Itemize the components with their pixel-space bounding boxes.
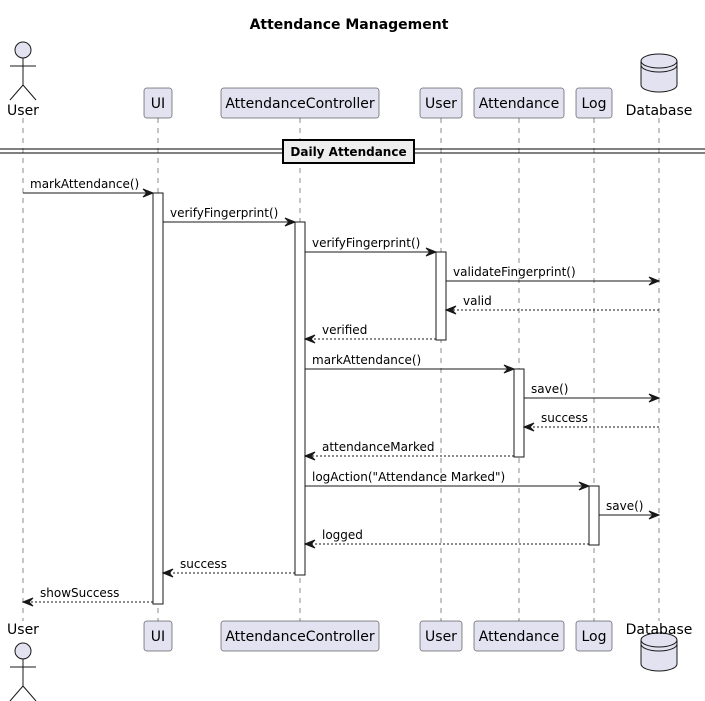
participant-box	[575, 620, 613, 652]
section-divider: Daily Attendance	[0, 139, 705, 164]
message-7: markAttendance()	[305, 353, 516, 374]
actor-icon	[9, 41, 37, 101]
database-icon	[640, 53, 678, 93]
diagram-title: Attendance Management	[250, 17, 449, 33]
participant-label: AttendanceController	[225, 629, 375, 645]
participant-label: User	[425, 96, 457, 112]
message-2: verifyFingerprint()	[163, 206, 297, 227]
arrowhead	[142, 188, 155, 198]
divider-box	[282, 139, 415, 164]
message-label: showSuccess	[40, 586, 119, 600]
message-label: verified	[322, 323, 367, 337]
arrowhead	[648, 393, 661, 403]
participant-label: Attendance	[479, 96, 559, 112]
message-label: save()	[531, 382, 568, 396]
message-label: logged	[322, 528, 363, 542]
participant-attendance-top: Attendance	[473, 87, 565, 119]
message-10: attendanceMarked	[303, 440, 514, 461]
participant-user_svc-bottom: User	[419, 620, 463, 652]
activation-log	[588, 485, 600, 546]
message-4: validateFingerprint()	[446, 265, 661, 286]
arrowhead	[425, 247, 438, 257]
message-1: markAttendance()	[23, 177, 155, 198]
participant-user_svc-top: User	[419, 87, 463, 119]
arrowhead	[303, 334, 316, 344]
participant-ui-bottom: UI	[143, 620, 173, 652]
arrowhead	[161, 568, 174, 578]
participant-label: User	[7, 103, 39, 119]
actor-icon	[9, 642, 37, 701]
message-label: markAttendance()	[312, 353, 421, 367]
participant-log-top: Log	[575, 87, 613, 119]
arrowhead	[21, 597, 34, 607]
participant-box	[220, 620, 380, 652]
participant-label: UI	[151, 629, 165, 645]
message-15: showSuccess	[21, 586, 153, 607]
message-14: success	[161, 557, 295, 578]
arrowhead	[303, 539, 316, 549]
message-label: verifyFingerprint()	[312, 236, 420, 250]
message-label: success	[541, 411, 588, 425]
participant-user-bottom: User	[7, 622, 39, 701]
arrowhead	[522, 422, 535, 432]
participant-label: User	[7, 622, 39, 638]
participant-ui-top: UI	[143, 87, 173, 119]
message-label: save()	[606, 499, 643, 513]
participant-box	[575, 87, 613, 119]
activation-user_svc	[435, 251, 447, 341]
participant-label: Database	[626, 622, 693, 638]
arrowhead	[648, 510, 661, 520]
message-label: validateFingerprint()	[453, 265, 576, 279]
arrowhead	[303, 451, 316, 461]
message-label: attendanceMarked	[322, 440, 434, 454]
participant-label: Log	[581, 629, 606, 645]
message-11: logAction("Attendance Marked")	[305, 470, 591, 491]
participant-box	[419, 620, 463, 652]
participant-box	[473, 620, 565, 652]
message-5: valid	[444, 294, 659, 315]
message-9: success	[522, 411, 659, 432]
participant-box	[220, 87, 380, 119]
participant-label: Log	[581, 96, 606, 112]
activation-controller	[294, 221, 306, 576]
arrowhead	[648, 276, 661, 286]
participant-label: Attendance	[479, 629, 559, 645]
message-6: verified	[303, 323, 436, 344]
message-3: verifyFingerprint()	[305, 236, 438, 257]
participant-box	[143, 620, 173, 652]
participant-box	[473, 87, 565, 119]
message-label: valid	[463, 294, 492, 308]
divider-label: Daily Attendance	[290, 145, 406, 159]
participant-database-bottom: Database	[626, 622, 693, 672]
arrowhead	[444, 305, 457, 315]
participant-user-top: User	[7, 41, 39, 119]
participant-box	[143, 87, 173, 119]
message-12: save()	[599, 499, 661, 520]
message-label: verifyFingerprint()	[170, 206, 278, 220]
participant-database-top: Database	[626, 53, 693, 119]
participant-log-bottom: Log	[575, 620, 613, 652]
participant-controller-bottom: AttendanceController	[220, 620, 380, 652]
activation-ui	[152, 192, 164, 605]
participant-label: Database	[626, 103, 693, 119]
arrowhead	[503, 364, 516, 374]
database-icon	[640, 632, 678, 672]
message-label: success	[180, 557, 227, 571]
message-label: markAttendance()	[30, 177, 139, 191]
activation-attendance	[513, 368, 525, 458]
message-8: save()	[524, 382, 661, 403]
arrowhead	[284, 217, 297, 227]
message-label: logAction("Attendance Marked")	[312, 470, 505, 484]
arrowhead	[578, 481, 591, 491]
participant-controller-top: AttendanceController	[220, 87, 380, 119]
participant-label: User	[425, 629, 457, 645]
participant-box	[419, 87, 463, 119]
message-13: logged	[303, 528, 589, 549]
participant-label: UI	[151, 96, 165, 112]
participant-attendance-bottom: Attendance	[473, 620, 565, 652]
participant-label: AttendanceController	[225, 96, 375, 112]
